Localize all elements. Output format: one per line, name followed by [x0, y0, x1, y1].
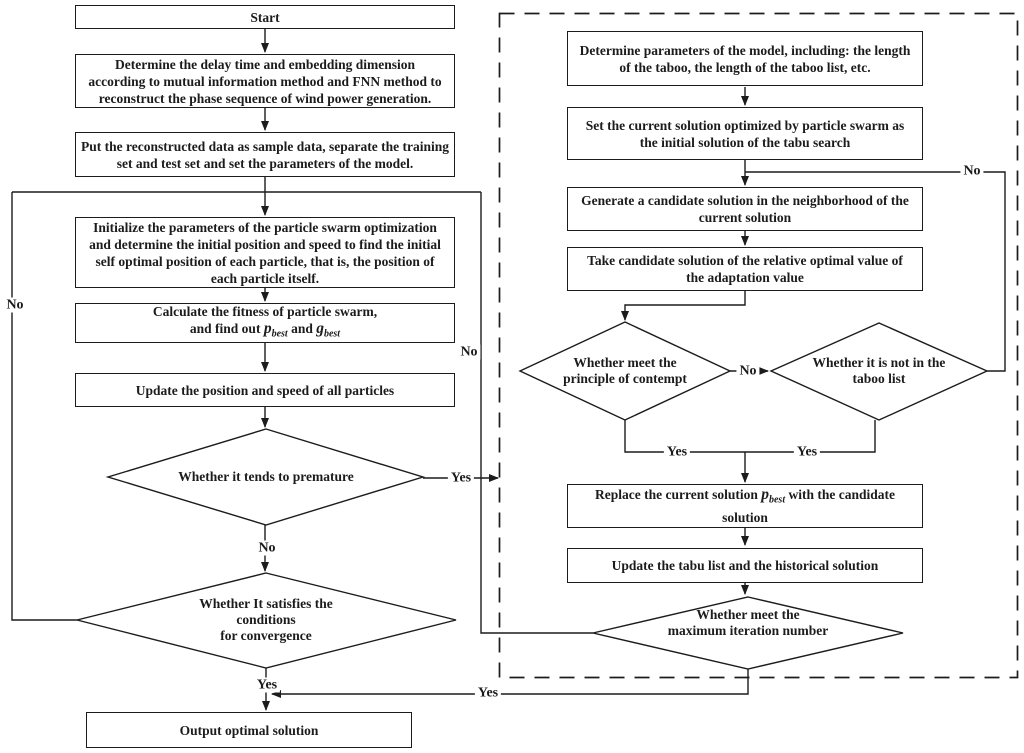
edge-taboo-yes — [745, 420, 876, 453]
update-particles-node: Update the position and speed of all par… — [75, 373, 455, 407]
maxiter-yes-label: Yes — [474, 685, 502, 701]
contempt-yes-label: Yes — [663, 444, 691, 460]
pbest-symbol: p — [761, 486, 769, 504]
taboo-yes-label: Yes — [793, 444, 821, 460]
calc-fitness-node: Calculate the fitness of particle swarm,… — [75, 303, 455, 343]
initialize-pso-node: Initialize the parameters of the particl… — [75, 217, 455, 288]
max-iteration-decision-diamond — [592, 596, 904, 670]
contempt-decision-diamond — [518, 321, 732, 421]
take-candidate-node: Take candidate solution of the relative … — [567, 247, 923, 291]
generate-candidate-node: Generate a candidate solution in the nei… — [567, 187, 923, 231]
edge-maxiter-no-loop — [480, 192, 593, 634]
taboo-no-label: No — [960, 163, 984, 179]
contempt-no-label: No — [736, 363, 760, 379]
edge-take-to-contempt — [621, 291, 746, 321]
output-node: Output optimal solution — [86, 712, 412, 748]
tabu-search-dashed-boundary — [498, 12, 1019, 679]
determine-params-node: Determine parameters of the model, inclu… — [567, 31, 923, 86]
determine-delay-node: Determine the delay time and embedding d… — [75, 54, 455, 108]
replace-solution-node: Replace the current solution pbest with … — [567, 484, 923, 528]
convergence-no-label: No — [3, 297, 27, 313]
pbest-symbol: p — [263, 320, 272, 338]
edge-taboo-no-loop — [745, 171, 1006, 372]
start-node: Start — [75, 5, 455, 29]
gbest-symbol: g — [316, 320, 324, 338]
convergence-decision-diamond — [76, 572, 457, 669]
maxiter-no-label: No — [457, 344, 481, 360]
convergence-yes-label: Yes — [253, 677, 281, 693]
premature-yes-label: Yes — [447, 470, 475, 486]
premature-decision-diamond — [105, 428, 426, 526]
edge-contempt-yes — [624, 420, 745, 453]
edge-maxiter-yes — [271, 669, 749, 698]
taboo-list-decision-diamond — [769, 322, 989, 421]
sample-data-node: Put the reconstructed data as sample dat… — [75, 132, 455, 177]
premature-no-label: No — [255, 540, 279, 556]
edge-convergence-no-loop — [11, 192, 77, 621]
update-tabu-list-node: Update the tabu list and the historical … — [567, 548, 923, 583]
set-current-solution-node: Set the current solution optimized by pa… — [567, 107, 923, 160]
